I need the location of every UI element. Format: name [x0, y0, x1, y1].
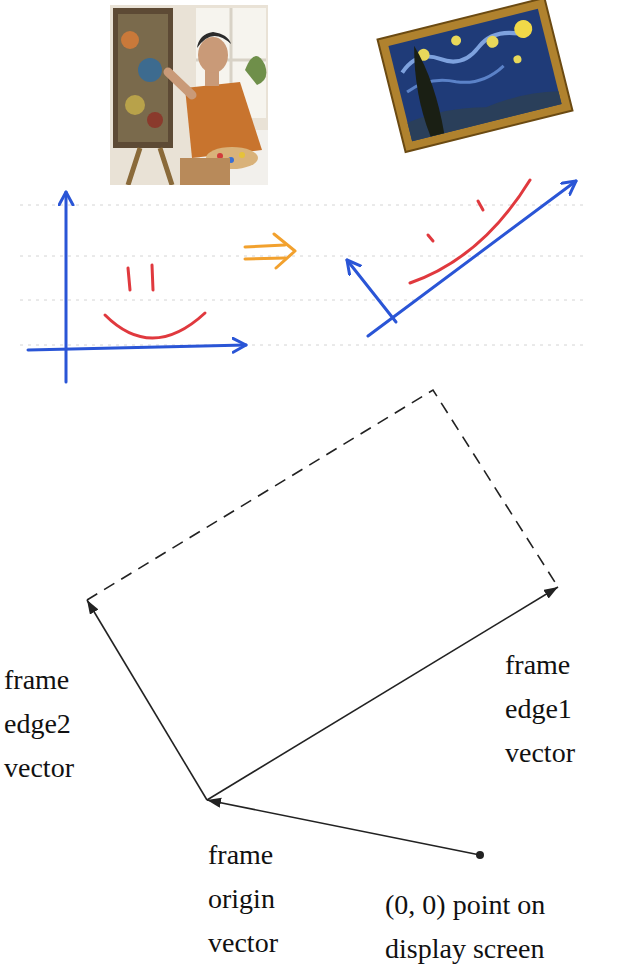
vector-label: frame edge2 vector [4, 658, 108, 790]
vector-label: (0, 0) point on display screen [385, 883, 611, 971]
painter-photo [110, 5, 268, 185]
vector-label: frame origin vector [208, 833, 320, 965]
framed-painting [378, 0, 573, 152]
notebook-lines [20, 205, 585, 345]
frame-vectors [87, 390, 558, 859]
transform-arrow [245, 234, 295, 268]
vector-label: frame edge1 vector [505, 643, 611, 775]
transformed-axes [347, 180, 576, 336]
original-axes [28, 192, 246, 382]
